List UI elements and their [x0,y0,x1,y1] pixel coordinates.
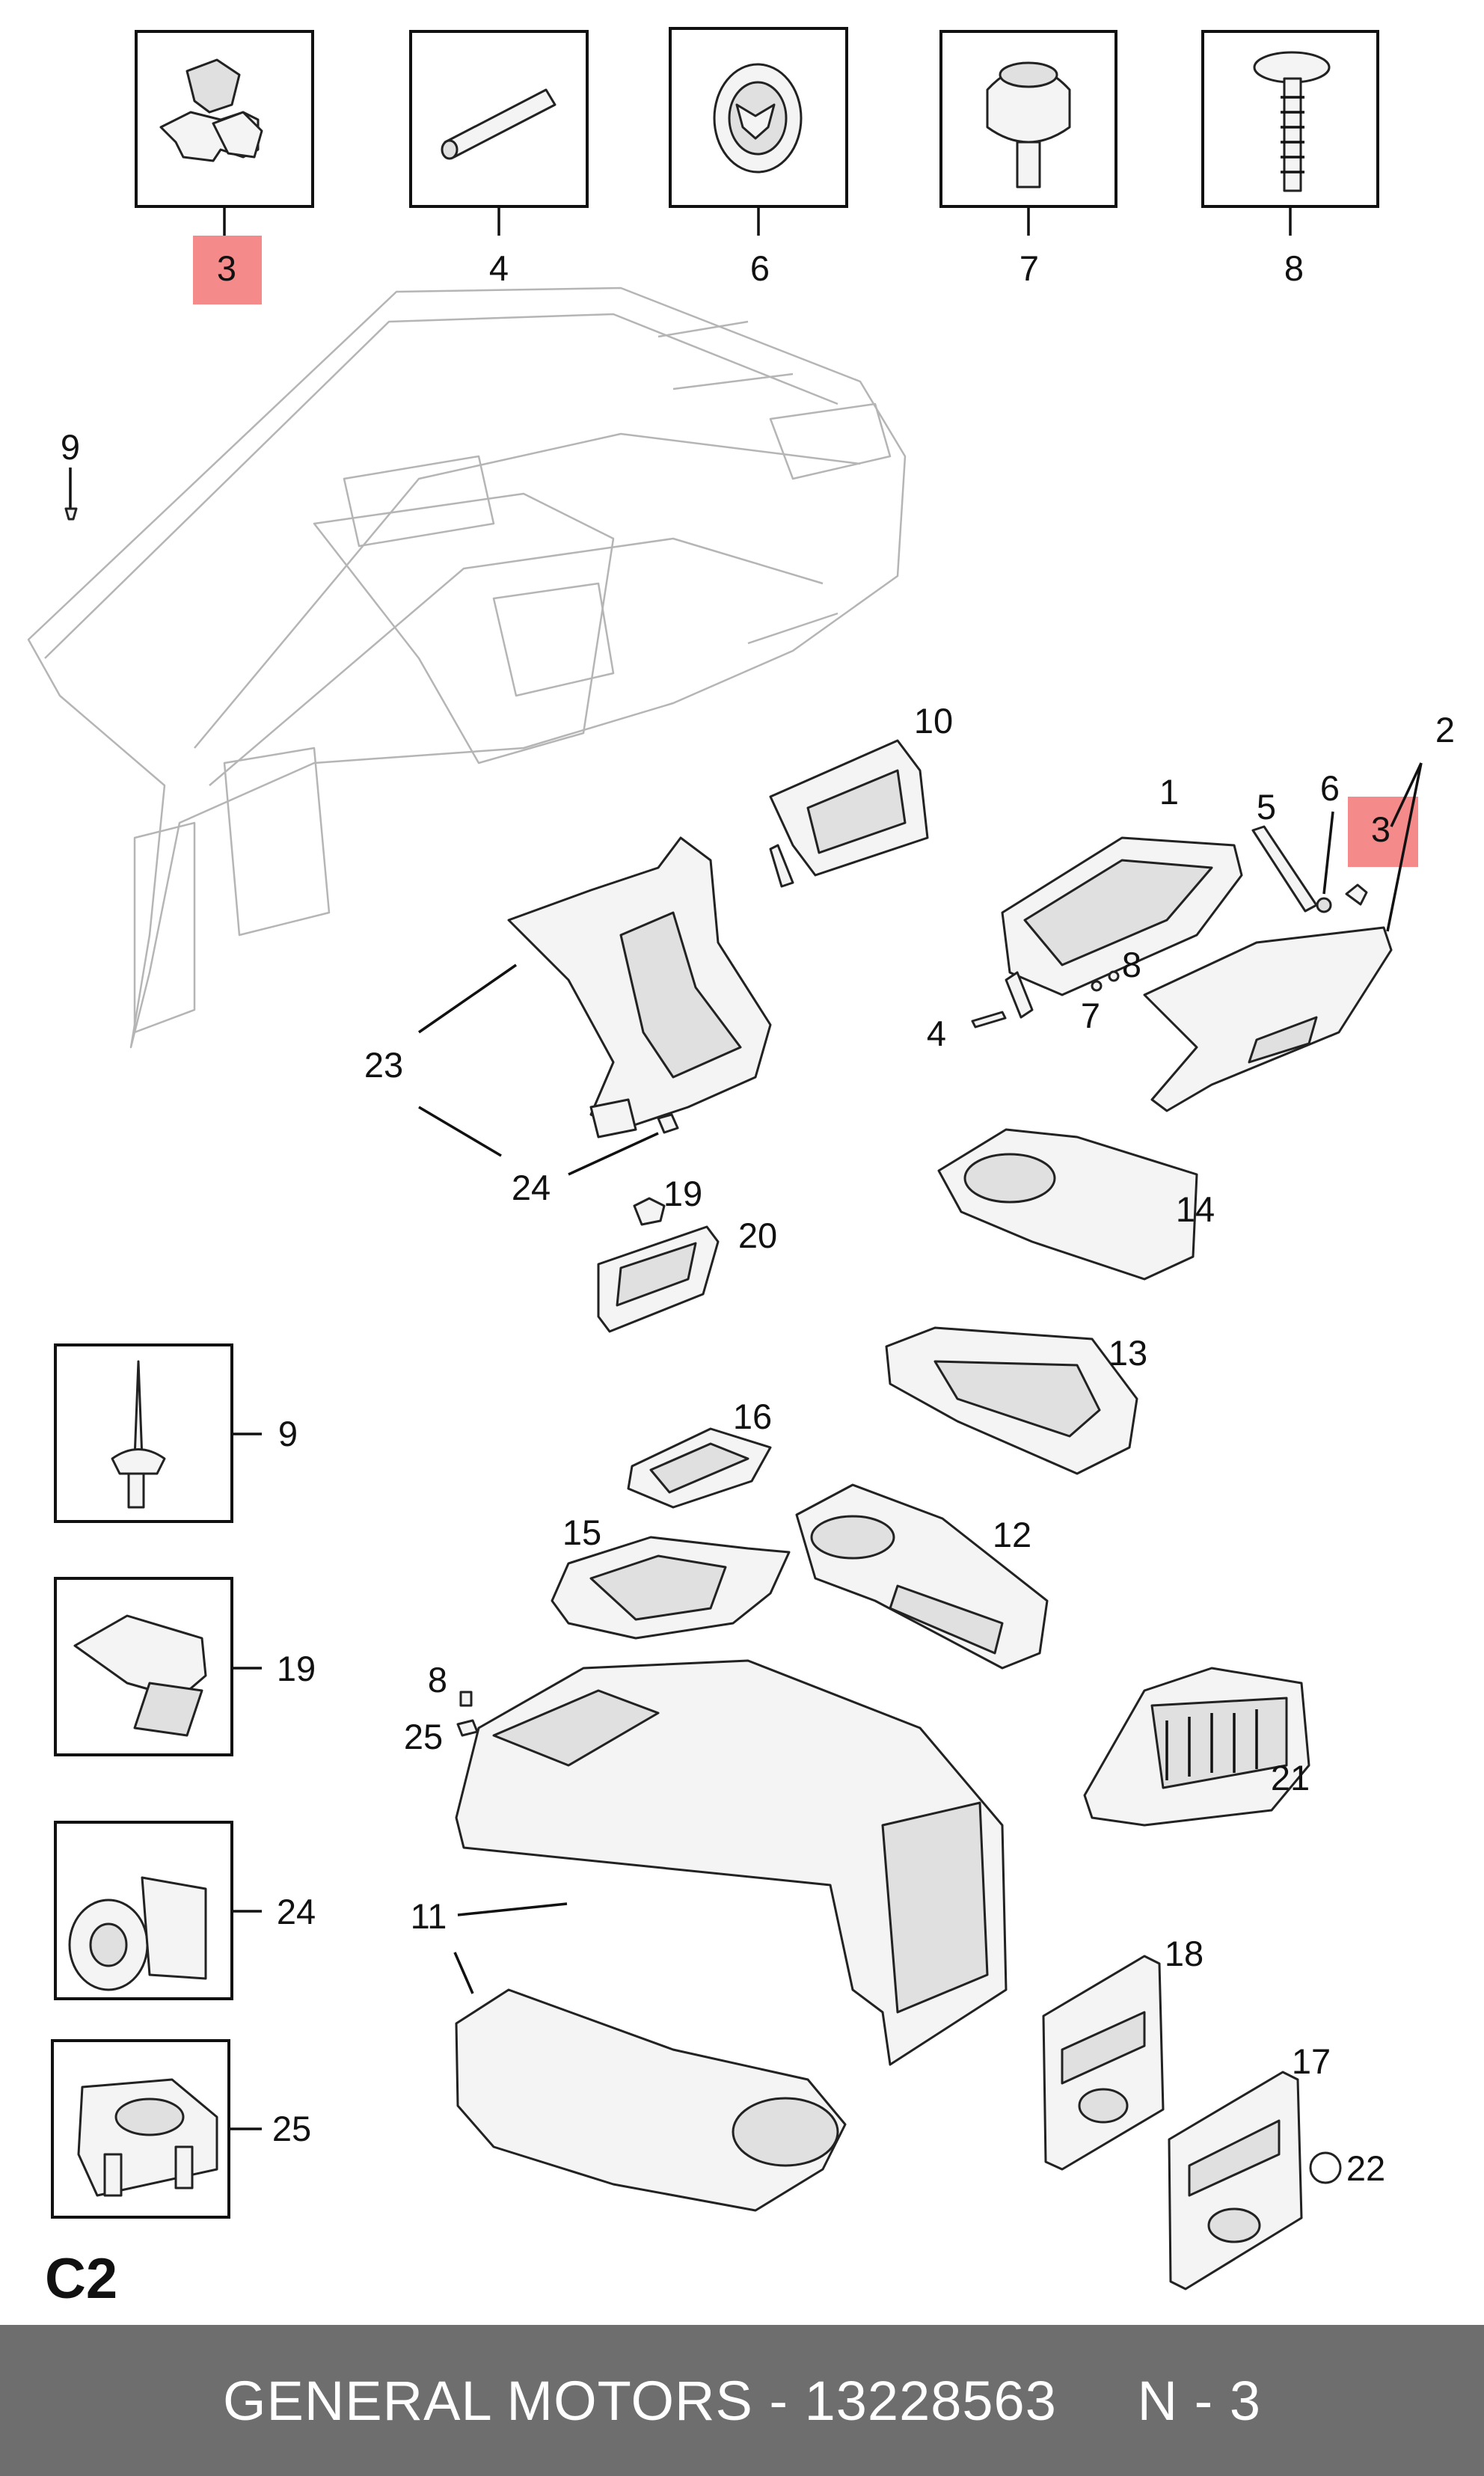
parts-diagram: 3 4 6 7 8 9 10 23 24 19 [27,27,1455,2311]
part-16-storage-tray [627,1427,772,1509]
part-5-damper [1251,825,1318,913]
callout-part-9: 9 [278,1414,298,1453]
detail-box-part-7 [939,30,1117,208]
callout-part-25: 25 [404,1717,443,1756]
callout-part-16: 16 [733,1397,772,1436]
part-11-console-base [455,1988,847,2212]
callout-part-1: 1 [1159,772,1179,812]
callout-part-24-box: 24 [277,1892,316,1931]
section-code: C2 [45,2247,117,2311]
part-14-cup-holder-cover [937,1128,1198,1281]
callout-part-21: 21 [1271,1758,1310,1798]
callout-part-6-lower: 6 [1320,768,1340,808]
callout-part-9-top: 9 [61,427,80,467]
callout-part-4-lower: 4 [927,1014,946,1053]
part-1-glove-box-housing [1001,836,1243,1019]
callout-part-24: 24 [512,1168,551,1207]
callout-part-6: 6 [750,248,770,288]
callout-part-8-lower: 8 [1122,945,1141,984]
callout-part-11: 11 [411,1896,447,1936]
detail-box-part-9 [54,1343,233,1523]
footer-text: GENERAL MOTORS - 13228563 N - 3 [222,2369,1262,2432]
callout-part-25-box: 25 [272,2109,311,2148]
callout-part-15: 15 [562,1513,601,1552]
detail-box-part-25 [51,2039,230,2219]
part-23-support-bracket [507,836,772,1139]
detail-box-part-6 [669,27,848,208]
callout-part-7-lower: 7 [1081,996,1100,1035]
detail-box-part-19 [54,1577,233,1756]
part-17-trim-bezel [1168,2071,1303,2290]
callout-part-14: 14 [1176,1189,1215,1229]
part-18-trim-bezel [1042,1955,1165,2171]
highlight-marker [193,236,262,304]
callout-part-8-console: 8 [428,1660,447,1700]
callout-part-8: 8 [1284,248,1304,288]
part-20-trim-panel [597,1225,720,1333]
callout-part-19-box: 19 [277,1649,316,1688]
part-21-rear-air-vent [1083,1667,1310,1827]
callout-part-5: 5 [1257,787,1276,827]
callout-part-23: 23 [364,1045,403,1085]
part-11-floor-console [455,1659,1008,2066]
detail-box-part-3 [135,30,314,208]
callout-part-18: 18 [1165,1934,1204,1973]
callout-part-3: 3 [217,248,236,288]
callout-part-12: 12 [993,1515,1031,1554]
callout-part-22: 22 [1346,2148,1385,2188]
detail-box-part-8 [1201,30,1379,208]
callout-part-2: 2 [1435,710,1455,750]
part-12-cup-holder-insert [795,1483,1049,1670]
part-13-console-bracket [885,1326,1138,1475]
callout-part-4: 4 [489,248,509,288]
detail-box-part-4 [409,30,589,208]
part-15-console-liner [551,1536,791,1640]
callout-part-3-highlighted: 3 [1371,809,1391,849]
callout-part-10: 10 [914,701,953,741]
footer-banner: GENERAL MOTORS - 13228563 N - 3 [0,2325,1484,2476]
instrument-panel-outline [27,286,907,1049]
callout-part-7: 7 [1020,248,1039,288]
detail-box-part-24 [54,1821,233,2000]
callout-part-13: 13 [1109,1333,1147,1373]
callout-part-17: 17 [1292,2041,1331,2081]
part-10-bracket [769,739,929,888]
part-2-glove-box-door [1143,926,1393,1112]
callout-part-20: 20 [738,1216,777,1255]
callout-part-19: 19 [663,1174,702,1213]
